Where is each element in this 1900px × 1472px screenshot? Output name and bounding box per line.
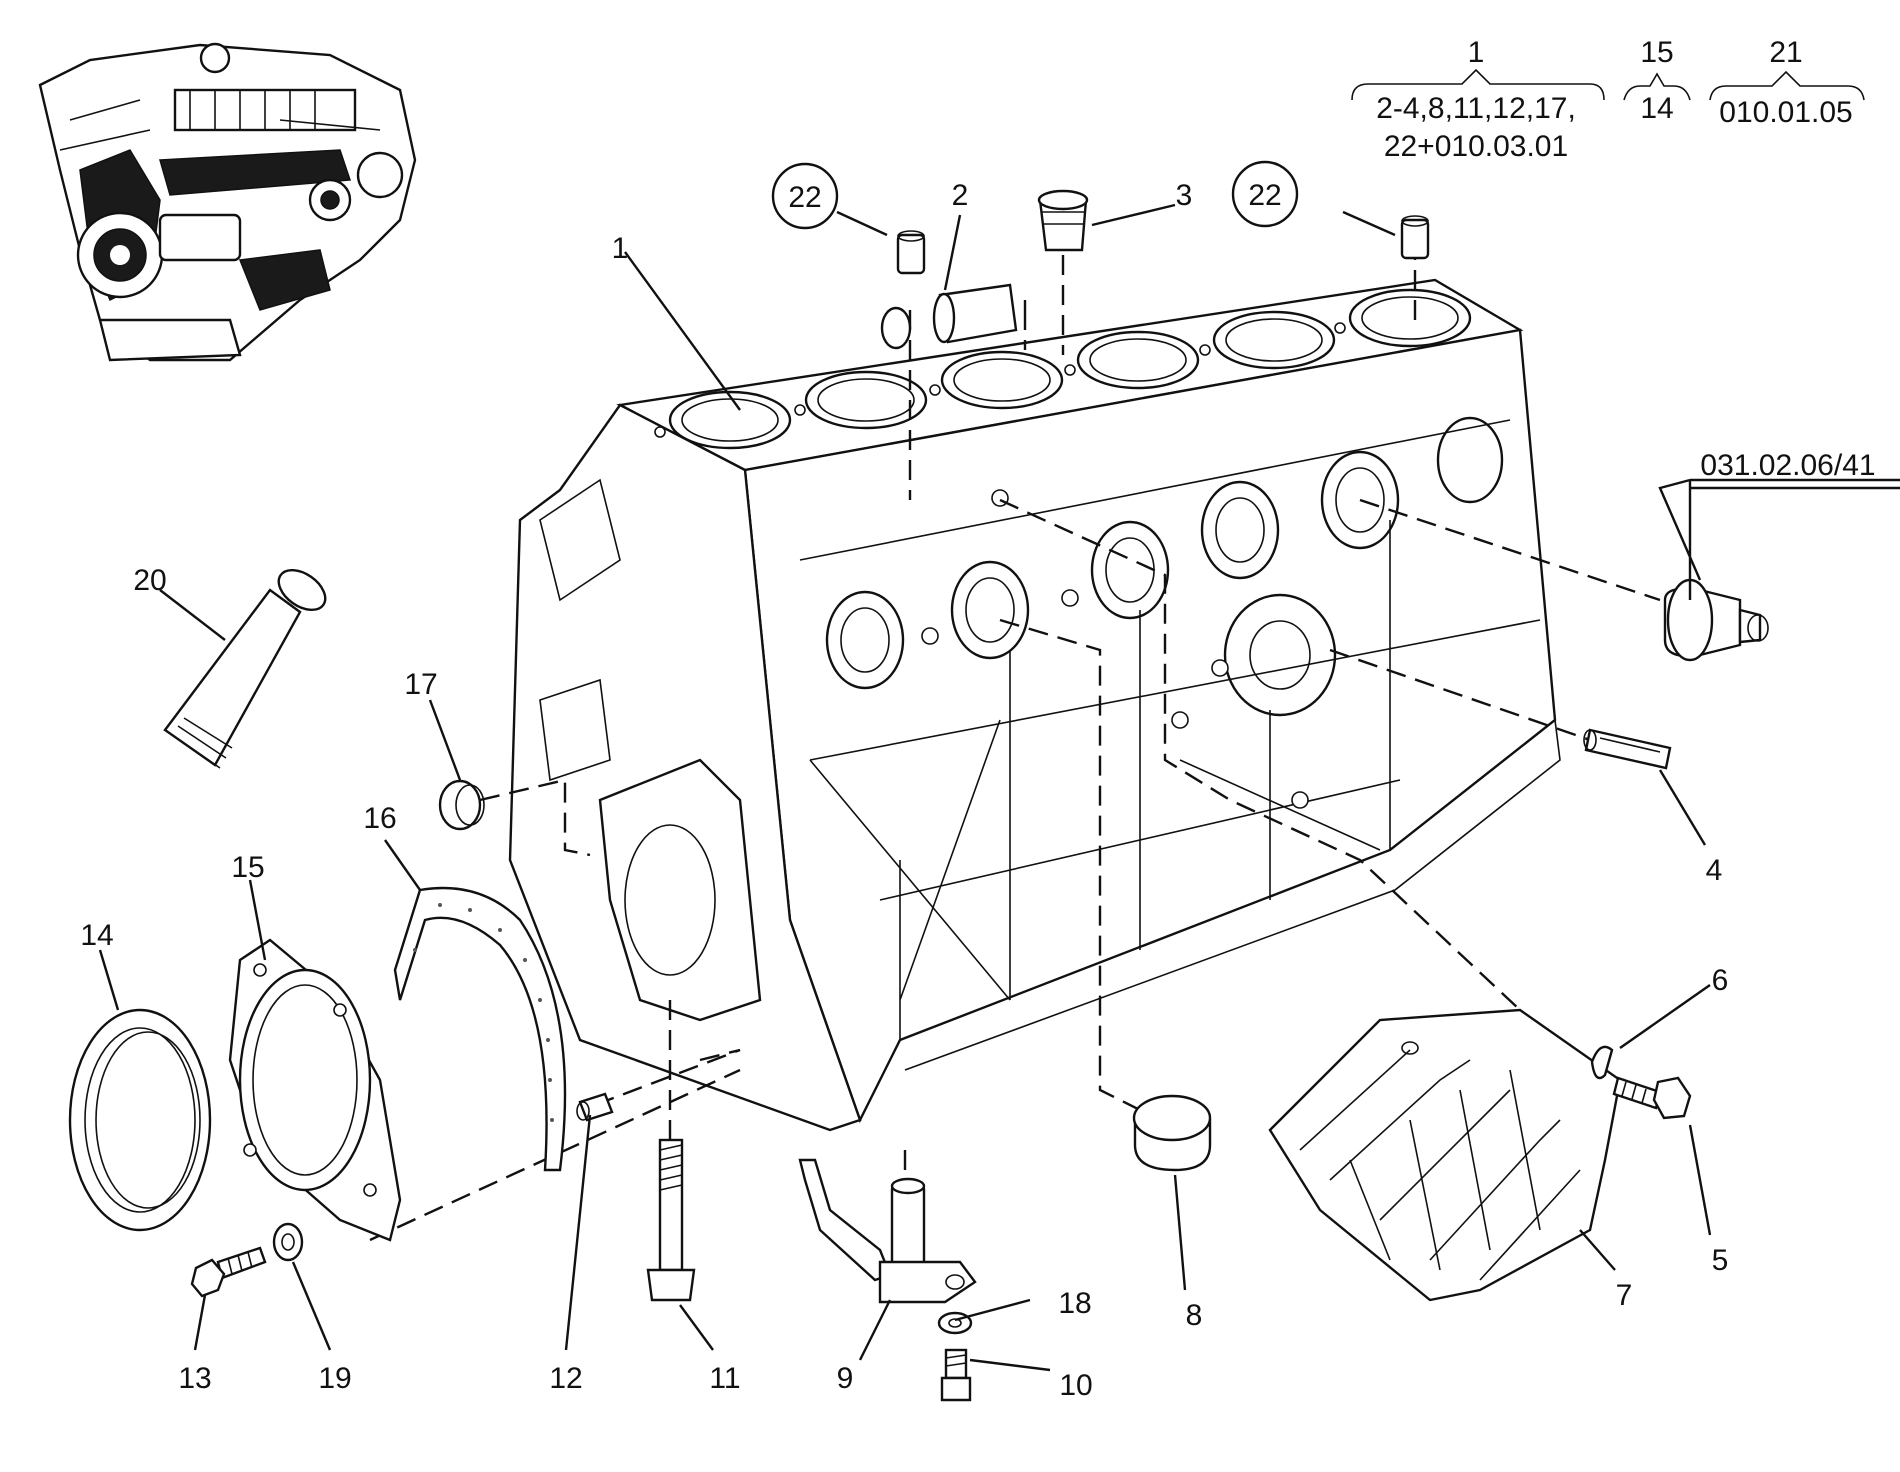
svg-text:22: 22	[788, 181, 821, 214]
callout-20: 20	[133, 564, 166, 597]
header-group-1-line1: 2-4,8,11,12,17,	[1376, 92, 1576, 125]
part-6-retaining-clip	[1590, 1045, 1614, 1080]
callout-4: 4	[1706, 854, 1723, 887]
part-14-seal-ring	[68, 1008, 212, 1232]
header-group-1-line2: 22+010.03.01	[1384, 130, 1568, 163]
callout-17: 17	[404, 668, 437, 701]
callout-3: 3	[1176, 179, 1193, 212]
part-19-washer	[272, 1222, 304, 1262]
part-3-sleeve	[1037, 189, 1089, 252]
callout-22-left: 22	[771, 162, 839, 230]
header-group-21-top: 21	[1769, 36, 1802, 69]
callout-8: 8	[1186, 1299, 1203, 1332]
part-13-bolt	[190, 1246, 267, 1298]
callout-7: 7	[1616, 1279, 1633, 1312]
header-group-21-brace	[1709, 70, 1865, 101]
callout-6: 6	[1712, 964, 1729, 997]
part-7-oil-baffle	[1268, 1008, 1622, 1302]
part-22-dowel-bushing-right	[1400, 215, 1430, 260]
callout-16: 16	[363, 802, 396, 835]
part-4-roll-pin	[1583, 728, 1672, 770]
callout-11: 11	[709, 1362, 740, 1395]
svg-text:22: 22	[1248, 179, 1281, 212]
header-group-21-line1: 010.01.05	[1719, 96, 1852, 129]
part-22-dowel-bushing-left	[896, 230, 926, 275]
header-group-15: 15 14	[1623, 36, 1691, 125]
part-11-long-bolt	[646, 1138, 696, 1302]
part-17-plug	[438, 779, 485, 831]
callout-15: 15	[231, 851, 264, 884]
callout-1: 1	[612, 232, 629, 265]
part-5-hex-bolt	[1612, 1076, 1692, 1120]
part-20-sealant-tube	[163, 568, 327, 769]
callout-13: 13	[178, 1362, 211, 1395]
reference-part-031-component	[1663, 578, 1769, 662]
part-12-dowel-pin	[576, 1092, 614, 1122]
header-group-1: 1 2-4,8,11,12,17, 22+010.03.01	[1351, 36, 1605, 163]
header-group-21: 21 010.01.05	[1709, 36, 1865, 129]
part-16-gasket	[393, 886, 567, 1172]
callout-10: 10	[1059, 1369, 1092, 1402]
reference-label: 031.02.06/41	[1700, 449, 1875, 482]
callout-9: 9	[837, 1362, 854, 1395]
callout-5: 5	[1712, 1244, 1729, 1277]
header-group-15-line1: 14	[1640, 92, 1673, 125]
header-group-15-brace	[1623, 72, 1691, 101]
header-group-1-brace	[1351, 68, 1605, 101]
part-15-seal-carrier	[228, 938, 402, 1242]
callout-14: 14	[80, 919, 113, 952]
part-2-cylinder-sleeve	[880, 283, 1018, 350]
callout-19: 19	[318, 1362, 351, 1395]
part-8-core-plug	[1132, 1094, 1212, 1172]
callout-2: 2	[952, 179, 969, 212]
engine-thumbnail-illustration	[38, 42, 417, 362]
header-group-1-top: 1	[1468, 36, 1485, 69]
part-9-oil-spray-nozzle	[798, 1158, 977, 1304]
callout-labels: 1 2 3 4 5 6 7 8 9 10 11 12 13 14 15 16 1…	[80, 179, 1875, 1402]
callout-22-right: 22	[1231, 160, 1299, 228]
leader-lines	[98, 203, 1900, 1372]
part-10-bolt	[940, 1348, 972, 1402]
callout-12: 12	[549, 1362, 582, 1395]
callout-18: 18	[1058, 1287, 1091, 1320]
header-group-15-top: 15	[1640, 36, 1673, 69]
engine-block	[508, 278, 1561, 1132]
